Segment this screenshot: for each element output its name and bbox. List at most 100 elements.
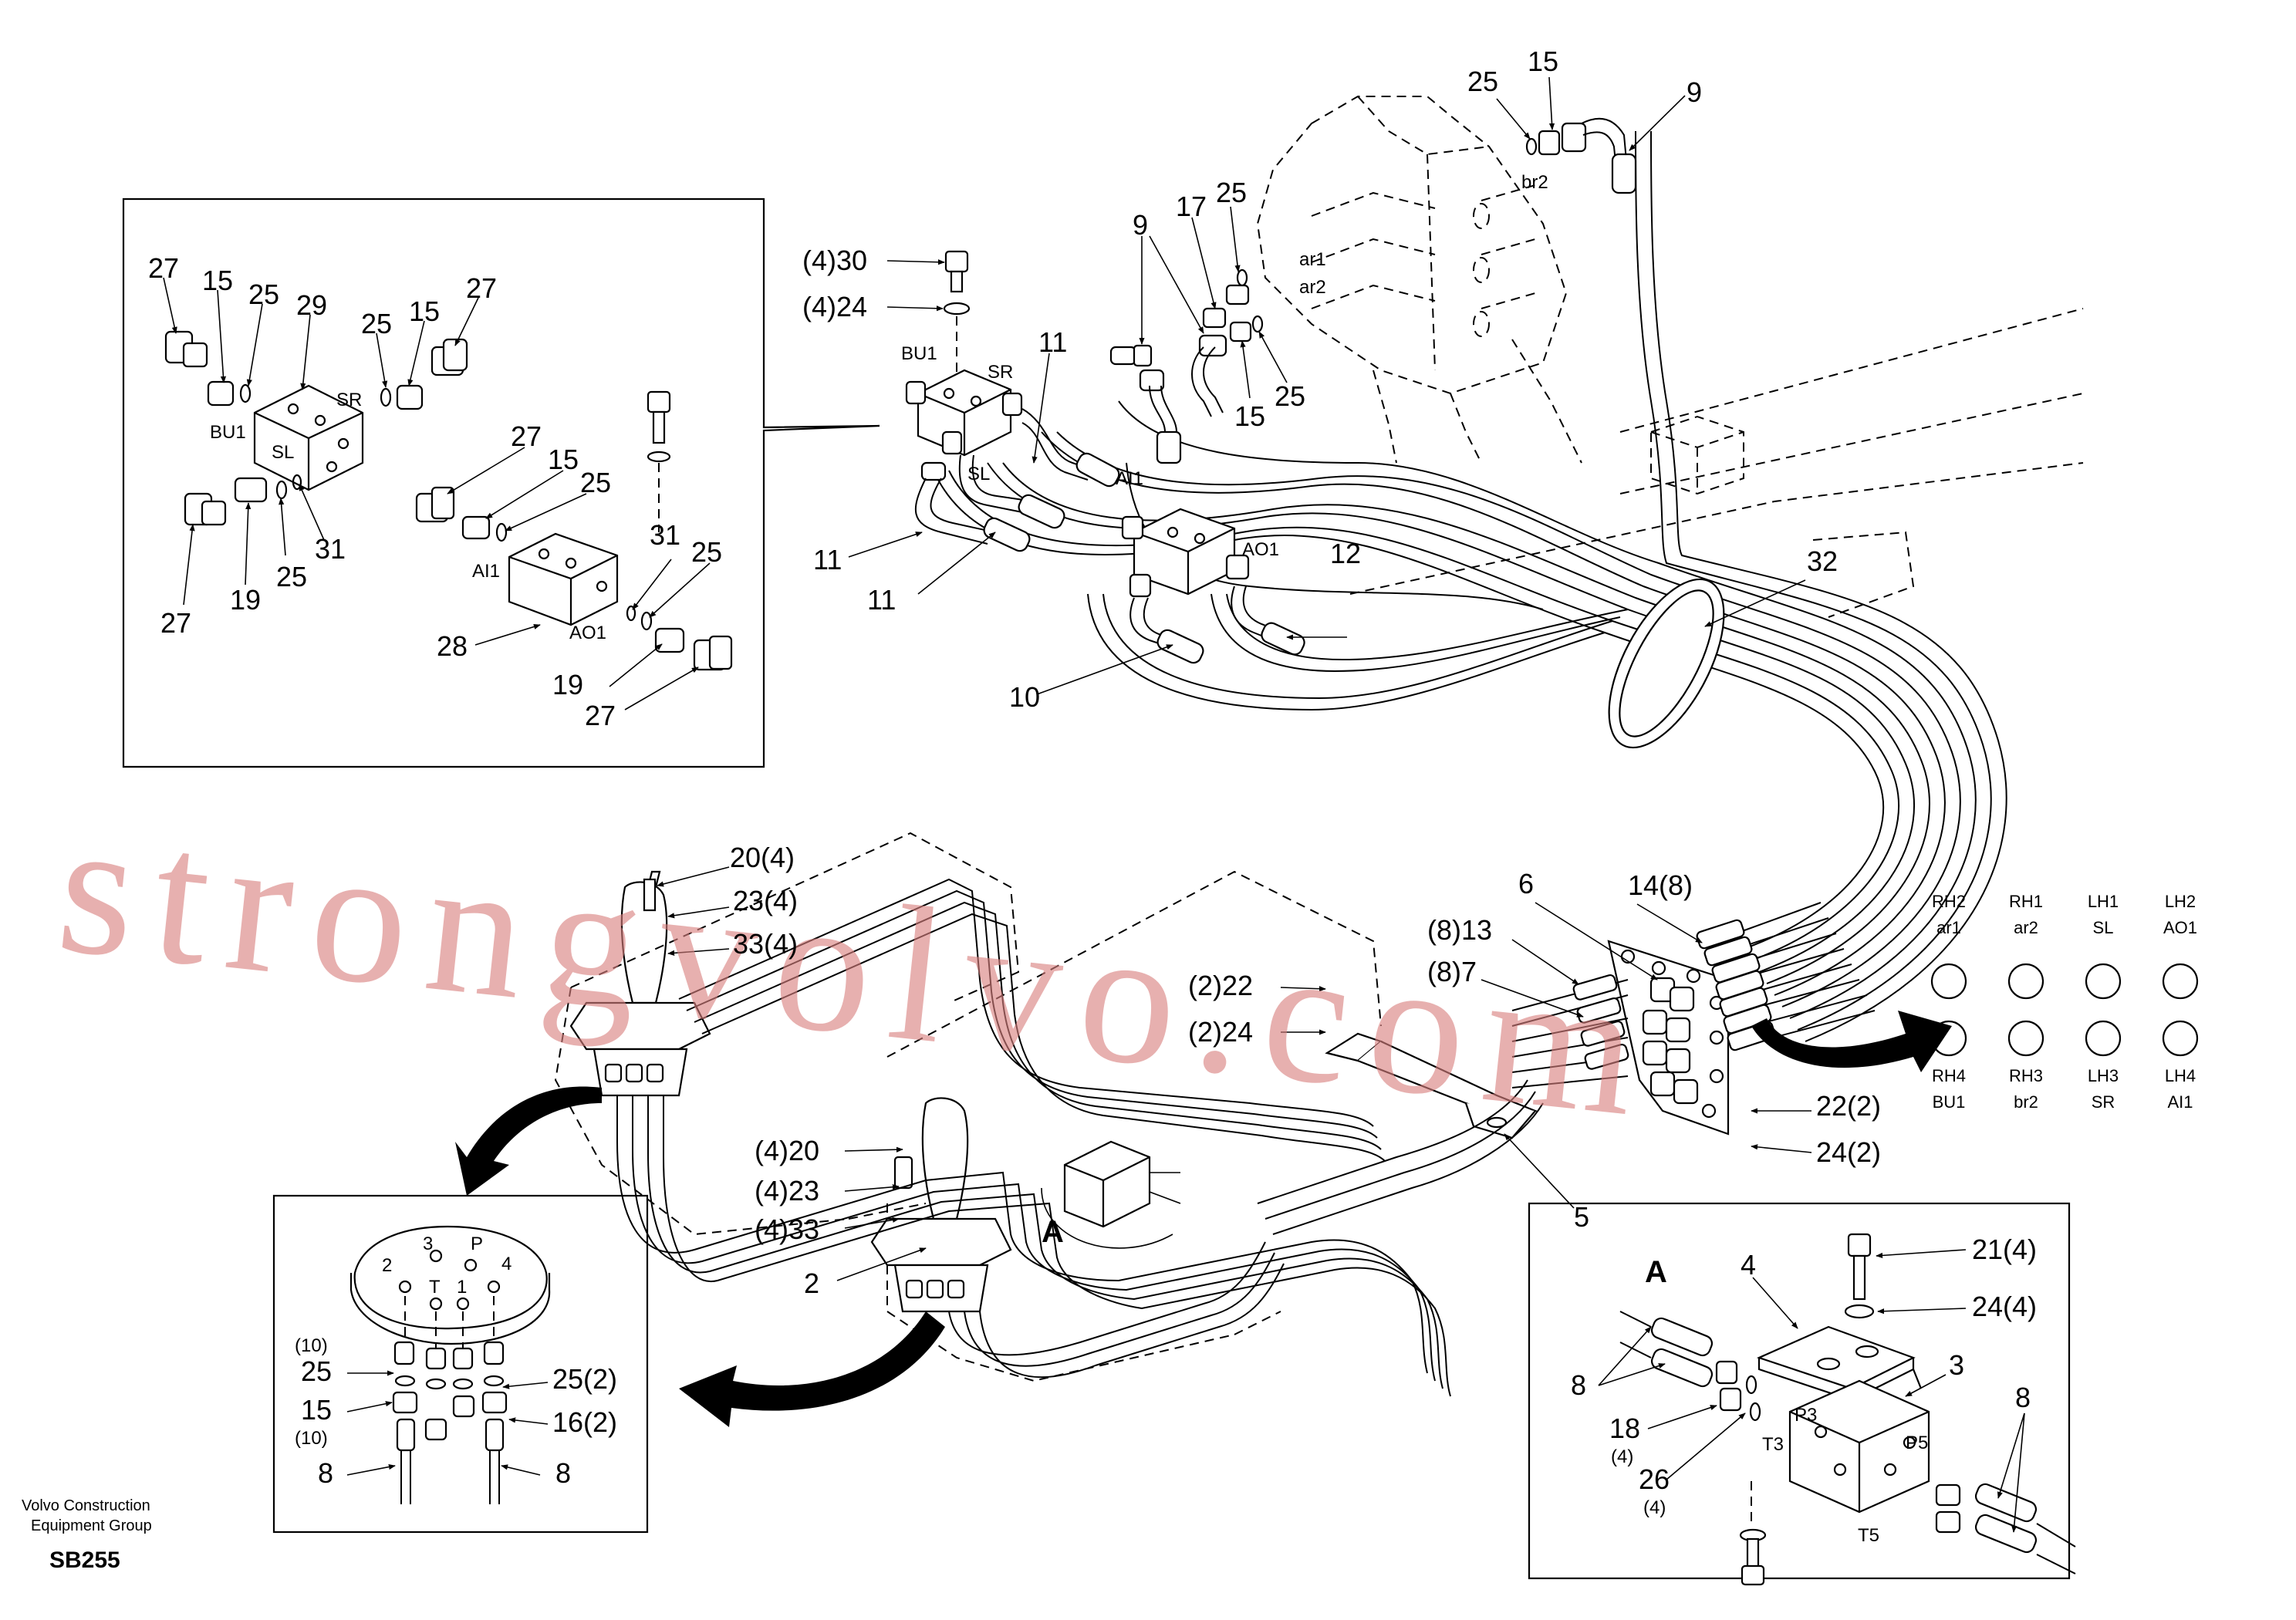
callout-28: 28 xyxy=(437,630,468,662)
detail-top-labels: 27 15 25 29 25 15 27 BU1 SR SL 27 15 25 … xyxy=(148,252,722,731)
port-label-sr: SR xyxy=(988,362,1013,383)
callout-27: 27 xyxy=(148,252,179,284)
detail-box-top xyxy=(122,197,880,768)
main-mid-labels: 20(4) 23(4) 33(4) 14(8) 6 (8)13 (8)7 (2)… xyxy=(730,842,1881,1299)
callout-18: 18 xyxy=(1609,1412,1640,1444)
company-name-line1: Volvo Construction xyxy=(22,1497,150,1514)
callout-27: 27 xyxy=(466,272,497,304)
callout-29: 29 xyxy=(296,289,327,321)
callout-8: 8 xyxy=(318,1457,333,1489)
main-top-fittings xyxy=(905,117,1637,664)
callout-25: 25 xyxy=(580,467,611,498)
detail-bottom-left-labels: 2 3 P 4 T 1 (10) 25 15 (10) 8 25(2) 16(2… xyxy=(295,1234,617,1489)
callout-16: 16(2) xyxy=(552,1406,617,1438)
callout-4: 4 xyxy=(1741,1249,1756,1281)
pilot-port-4: 4 xyxy=(501,1254,512,1274)
port-table-cell-top: LH4 xyxy=(2165,1066,2196,1085)
port-table-cell-bottom: ar1 xyxy=(1936,918,1961,937)
callout-14: 14(8) xyxy=(1628,869,1693,901)
port-label-sl: SL xyxy=(272,442,294,463)
callout-25: 25(2) xyxy=(552,1363,617,1395)
callout-6: 6 xyxy=(1518,868,1534,899)
callout-20: 20(4) xyxy=(730,842,795,873)
detail-box-bottom-left xyxy=(272,1194,649,1534)
callout-8: 8 xyxy=(2015,1382,2031,1413)
callout-26: 26 xyxy=(1639,1463,1670,1495)
callout-9: 9 xyxy=(1133,209,1148,241)
fittings-13-7 xyxy=(1511,974,1629,1088)
bracket-plate-6 xyxy=(1607,940,1730,1136)
detail-a-title: A xyxy=(1645,1255,1667,1289)
callout-24: 24(2) xyxy=(1816,1136,1881,1168)
callout-25: 25 xyxy=(301,1355,332,1387)
callout-25: 25 xyxy=(361,308,392,339)
right-joystick xyxy=(870,1097,1012,1313)
port-label-t3: T3 xyxy=(1762,1434,1784,1455)
callout-7: (8)7 xyxy=(1427,956,1477,987)
callout-23: 23(4) xyxy=(733,885,798,916)
port-table-cell-top: RH1 xyxy=(2009,892,2043,911)
leader-lines xyxy=(163,76,2025,1533)
callout-9: 9 xyxy=(1687,76,1702,108)
port-table-cell-top: LH3 xyxy=(2088,1066,2119,1085)
port-label-ai1: AI1 xyxy=(472,561,500,582)
flow-arrows xyxy=(455,1011,1952,1427)
joystick-hoses xyxy=(616,878,1544,1397)
port-label-br2: br2 xyxy=(1521,172,1548,193)
port-table-cell-top: RH2 xyxy=(1932,892,1966,911)
port-label-p3: P3 xyxy=(1795,1405,1817,1426)
callout-30: (4)30 xyxy=(802,245,867,276)
callout-19: 19 xyxy=(230,584,261,616)
watermark: strongvolvo.com xyxy=(49,778,1666,1159)
port-label-ai1: AI1 xyxy=(1116,468,1143,489)
callout-19: 19 xyxy=(552,669,583,700)
callout-25: 25 xyxy=(1467,66,1498,97)
port-table-cell-bottom: BU1 xyxy=(1933,1092,1966,1112)
bracket-5 xyxy=(1325,1032,1538,1139)
control-valve xyxy=(1256,96,1582,464)
machine-frame xyxy=(1349,308,2084,618)
callout-qty-4: (4) xyxy=(1643,1497,1666,1518)
diagram-code: SB255 xyxy=(49,1547,120,1573)
callout-qty-4: (4) xyxy=(1611,1446,1633,1467)
port-table xyxy=(1930,963,2199,1057)
pilot-port-3: 3 xyxy=(423,1234,433,1254)
pilot-port-p: P xyxy=(471,1234,483,1254)
pilot-port-2: 2 xyxy=(382,1255,392,1276)
callout-31: 31 xyxy=(315,533,346,565)
detail-box-a xyxy=(1528,1202,2076,1586)
port-table-cell-bottom: br2 xyxy=(2014,1092,2038,1112)
fittings-14 xyxy=(1696,902,1876,1051)
port-table-cell-bottom: SL xyxy=(2093,918,2114,937)
callout-10: 10 xyxy=(1009,681,1040,713)
callout-11: 11 xyxy=(867,584,896,616)
port-label-sr: SR xyxy=(336,390,362,410)
callout-5: 5 xyxy=(1574,1201,1589,1233)
callout-qty-10: (10) xyxy=(295,1335,328,1356)
callout-25: 25 xyxy=(1275,380,1305,412)
callout-21: 21(4) xyxy=(1972,1234,2037,1265)
detail-a-marker: A xyxy=(1042,1215,1064,1249)
port-label-ao1: AO1 xyxy=(569,623,606,643)
callout-27: 27 xyxy=(160,607,191,639)
port-label-ar1: ar1 xyxy=(1299,249,1326,270)
callout-32: 32 xyxy=(1807,545,1838,577)
callout-8: 8 xyxy=(555,1457,571,1489)
port-table-labels: RH2 ar1 RH1 ar2 LH1 SL LH2 AO1 RH4 BU1 R… xyxy=(1932,892,2197,1112)
port-table-cell-top: RH4 xyxy=(1932,1066,1966,1085)
hose-bundle xyxy=(933,130,2007,1042)
callout-15: 15 xyxy=(409,295,440,327)
callout-20: (4)20 xyxy=(755,1135,819,1166)
port-label-p5: P5 xyxy=(1906,1433,1928,1453)
callout-15: 15 xyxy=(301,1394,332,1426)
callout-8: 8 xyxy=(1571,1369,1586,1401)
port-label-ar2: ar2 xyxy=(1299,277,1326,298)
port-table-cell-bottom: SR xyxy=(2092,1092,2115,1112)
callout-2: 2 xyxy=(804,1267,819,1299)
callout-24: 24(4) xyxy=(1972,1291,2037,1322)
callout-15: 15 xyxy=(548,444,579,475)
callout-15: 15 xyxy=(202,265,233,296)
callout-22: 22(2) xyxy=(1816,1090,1881,1122)
